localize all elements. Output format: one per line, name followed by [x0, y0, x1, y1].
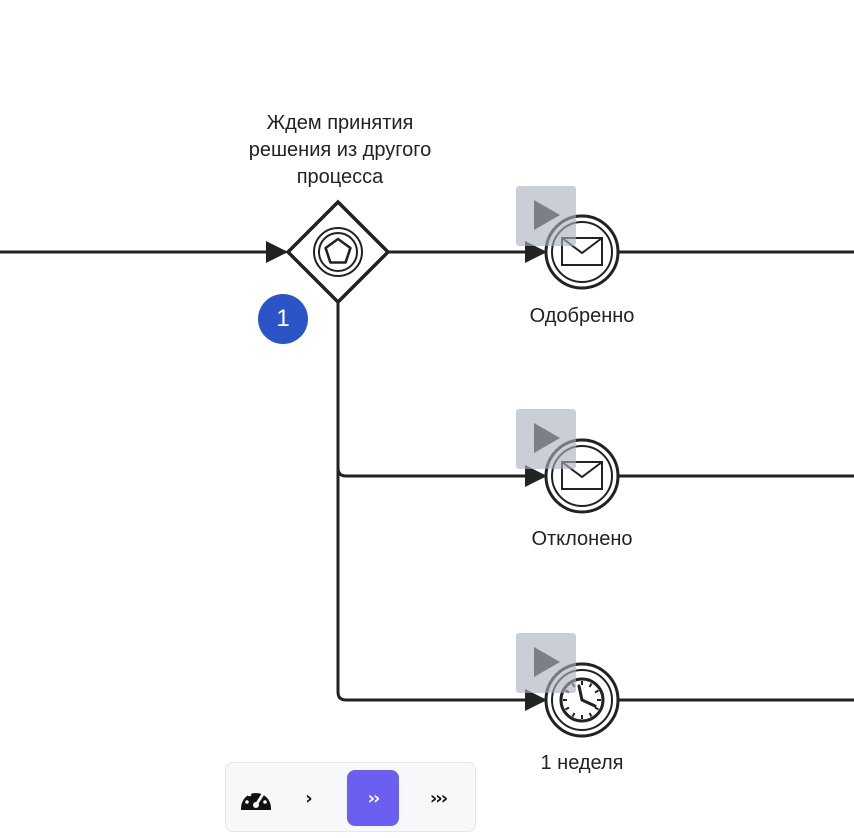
- token-count-badge[interactable]: 1: [258, 294, 308, 344]
- event-label-approved: Одобренно: [529, 305, 635, 327]
- play-button-rejected[interactable]: [516, 409, 576, 469]
- sequence-flow-to-timer: [336, 468, 547, 711]
- speed-1x-button[interactable]: ›: [305, 787, 312, 809]
- play-icon: [534, 200, 560, 230]
- play-button-approved[interactable]: [516, 186, 576, 246]
- pentagon-icon: [324, 237, 352, 264]
- speed-2x-button[interactable]: ››: [347, 770, 399, 826]
- gateway-label: Ждем принятия решения из другого процесс…: [248, 112, 432, 188]
- speed-toolbar: › ›› ›››: [225, 762, 476, 832]
- event-label-timer: 1 неделя: [540, 752, 624, 774]
- speed-3x-button[interactable]: ›››: [429, 787, 448, 809]
- play-icon: [534, 647, 560, 677]
- play-button-timer[interactable]: [516, 633, 576, 693]
- event-label-rejected: Отклонено: [531, 528, 633, 550]
- speedometer-button[interactable]: [230, 770, 282, 826]
- event-based-gateway[interactable]: [285, 199, 391, 305]
- play-icon: [534, 423, 560, 453]
- speedometer-icon: [241, 789, 271, 810]
